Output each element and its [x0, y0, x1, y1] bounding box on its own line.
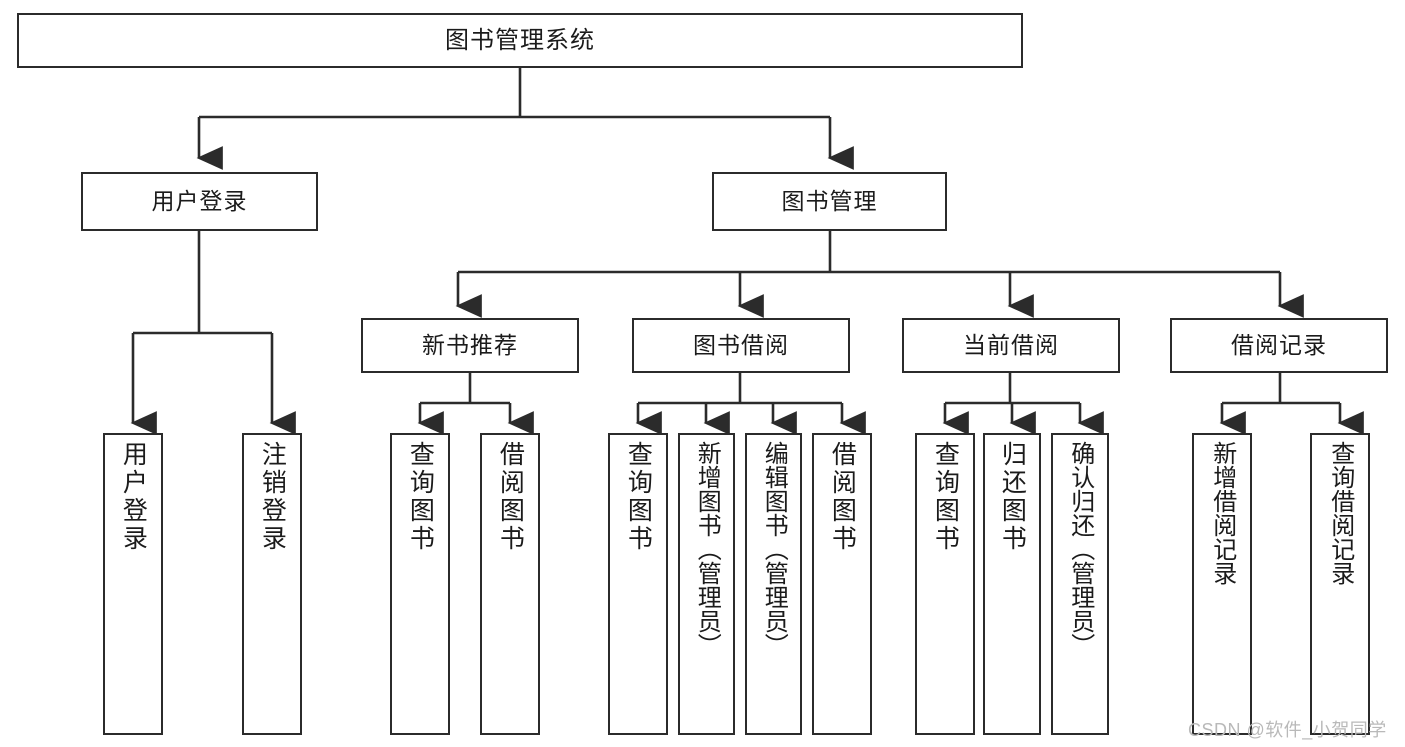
- node-label: 用户登录: [119, 441, 148, 553]
- node-label: 查询图书: [624, 441, 653, 553]
- node-label: 新增图书（管理员）: [693, 441, 721, 657]
- node-label: 查询借阅记录: [1326, 441, 1354, 585]
- leaf-borrow-book[interactable]: 借阅图书: [812, 433, 872, 735]
- node-label: 新书推荐: [422, 332, 518, 359]
- node-label: 归还图书: [998, 441, 1027, 553]
- node-label: 用户登录: [151, 188, 248, 215]
- node-current-borrow[interactable]: 当前借阅: [902, 318, 1120, 373]
- node-label: 图书借阅: [693, 332, 789, 359]
- node-label: 图书管理: [781, 188, 878, 215]
- node-label: 借阅图书: [828, 441, 857, 553]
- node-label: 注销登录: [258, 441, 287, 553]
- leaf-edit-book[interactable]: 编辑图书（管理员）: [745, 433, 802, 735]
- leaf-query-book-recommend[interactable]: 查询图书: [390, 433, 450, 735]
- node-label: 编辑图书（管理员）: [760, 441, 788, 657]
- node-borrow-record[interactable]: 借阅记录: [1170, 318, 1388, 373]
- leaf-add-borrow-record[interactable]: 新增借阅记录: [1192, 433, 1252, 735]
- leaf-add-book[interactable]: 新增图书（管理员）: [678, 433, 735, 735]
- node-label: 借阅图书: [496, 441, 525, 553]
- leaf-return-book[interactable]: 归还图书: [983, 433, 1041, 735]
- node-label: 借阅记录: [1231, 332, 1327, 359]
- leaf-confirm-return[interactable]: 确认归还（管理员）: [1051, 433, 1109, 735]
- node-new-book-recommend[interactable]: 新书推荐: [361, 318, 579, 373]
- leaf-query-borrow-record[interactable]: 查询借阅记录: [1310, 433, 1370, 735]
- watermark-text: CSDN @软件_小贺同学: [1188, 720, 1387, 740]
- leaf-query-book-borrow[interactable]: 查询图书: [608, 433, 668, 735]
- node-user-login[interactable]: 用户登录: [81, 172, 318, 231]
- leaf-user-logout[interactable]: 注销登录: [242, 433, 302, 735]
- node-label: 当前借阅: [963, 332, 1059, 359]
- leaf-borrow-book-recommend[interactable]: 借阅图书: [480, 433, 540, 735]
- node-label: 查询图书: [406, 441, 435, 553]
- node-label: 图书管理系统: [445, 26, 595, 54]
- node-book-borrow[interactable]: 图书借阅: [632, 318, 850, 373]
- leaf-query-book-current[interactable]: 查询图书: [915, 433, 975, 735]
- node-label: 确认归还（管理员）: [1066, 441, 1094, 657]
- node-book-management[interactable]: 图书管理: [712, 172, 947, 231]
- leaf-user-login[interactable]: 用户登录: [103, 433, 163, 735]
- node-root-book-management-system[interactable]: 图书管理系统: [17, 13, 1023, 68]
- node-label: 新增借阅记录: [1208, 441, 1236, 585]
- node-label: 查询图书: [931, 441, 960, 553]
